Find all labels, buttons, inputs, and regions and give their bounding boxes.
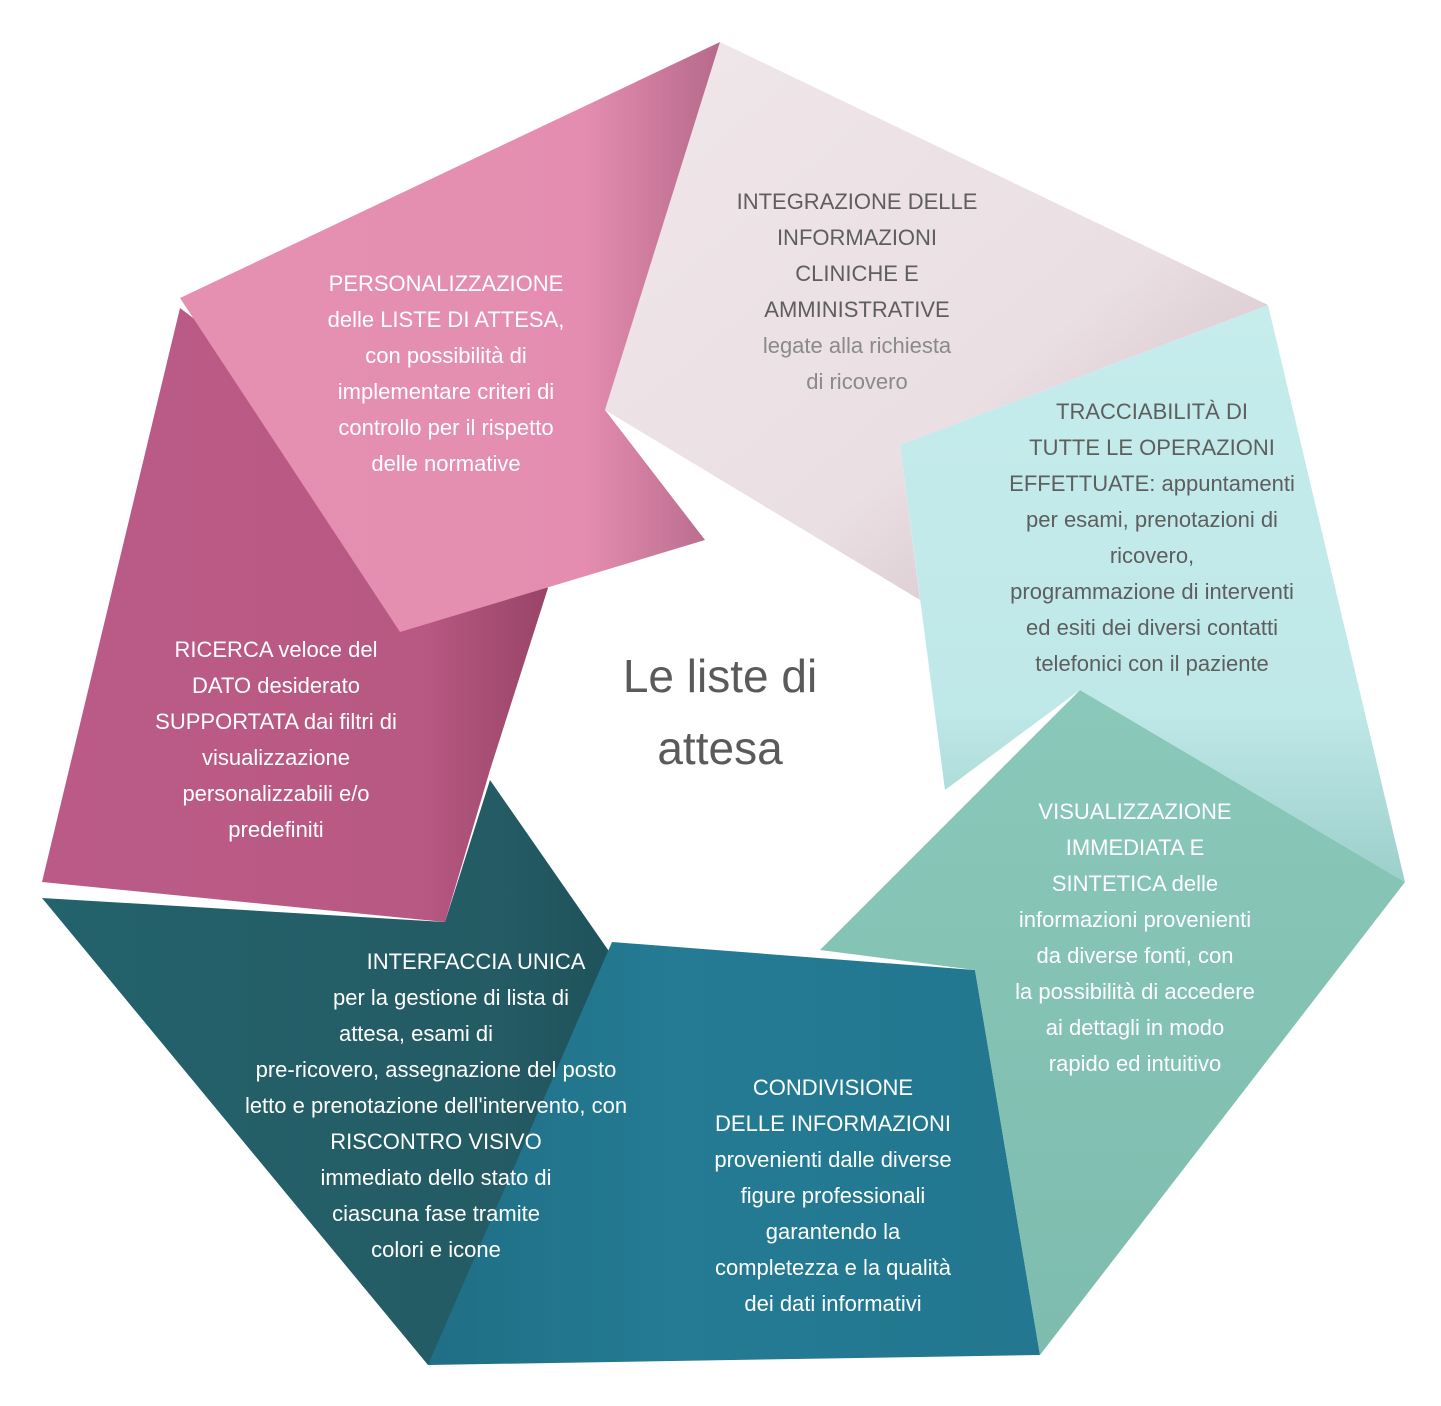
text-line: rapido ed intuitivo (1048, 1051, 1222, 1076)
text-line: INFORMAZIONI (776, 225, 938, 250)
text-line: CLINICHE E (795, 261, 919, 286)
text-line: visualizzazione (202, 745, 350, 770)
text-line: ed esiti dei diversi contatti (1026, 615, 1278, 640)
text-line: dei dati informativi (744, 1291, 922, 1316)
text-line: implementare criteri di (337, 379, 555, 404)
text-line: telefonici con il paziente (1035, 651, 1269, 676)
text-line: pre-ricovero, assegnazione del posto (255, 1057, 617, 1082)
text-line: colori e icone (371, 1237, 501, 1262)
text-line: AMMINISTRATIVE (764, 297, 950, 322)
text-line: VISUALIZZAZIONE (1038, 799, 1232, 824)
segment-personalizzazione-text: PERSONALIZZAZIONE delle LISTE DI ATTESA,… (296, 266, 596, 482)
text-line: informazioni provenienti (1018, 907, 1252, 932)
text-line: INTERFACCIA UNICA (366, 949, 586, 974)
text-line: controllo per il rispetto (338, 415, 554, 440)
segment-tracciabilita-text: TRACCIABILITÀ DI TUTTE LE OPERAZIONI EFF… (982, 394, 1322, 682)
text-line: CONDIVISIONE (752, 1075, 914, 1100)
text-line: per esami, prenotazioni di (1026, 507, 1278, 532)
segment-visualizzazione-shape (820, 690, 1405, 1355)
text-line: PERSONALIZZAZIONE (328, 271, 564, 296)
text-line: figure professionali (740, 1183, 926, 1208)
text-line: garantendo la (765, 1219, 901, 1244)
text-line: DATO desiderato (192, 673, 360, 698)
segment-interfaccia-text: INTERFACCIA UNICA per la gestione di lis… (216, 944, 656, 1268)
segment-visualizzazione-text: VISUALIZZAZIONE IMMEDIATA E SINTETICA de… (975, 794, 1295, 1082)
segment-condivisione-text: CONDIVISIONE DELLE INFORMAZIONI provenie… (683, 1070, 983, 1322)
text-line: SINTETICA delle (1051, 871, 1219, 896)
text-line: provenienti dalle diverse (714, 1147, 952, 1172)
text-line: TUTTE LE OPERAZIONI (1029, 435, 1275, 460)
text-line: con possibilità di (365, 343, 527, 368)
text-line: RISCONTRO VISIVO (330, 1129, 542, 1154)
text-line: immediato dello stato di (320, 1165, 552, 1190)
text-line: delle LISTE DI ATTESA, (327, 307, 565, 332)
text-line: la possibilità di accedere (1015, 979, 1255, 1004)
text-line: ai dettagli in modo (1045, 1015, 1225, 1040)
text-line: da diverse fonti, con (1036, 943, 1234, 968)
segment-condivisione-shape (428, 942, 1040, 1365)
segment-integrazione-text: INTEGRAZIONE DELLE INFORMAZIONI CLINICHE… (707, 184, 1007, 400)
text-line: INTEGRAZIONE DELLE (736, 189, 978, 214)
text-line: RICERCA veloce del (174, 637, 378, 662)
text-line: di ricovero (806, 369, 908, 394)
text-line: DELLE INFORMAZIONI (715, 1111, 951, 1136)
text-line: TRACCIABILITÀ DI (1056, 399, 1248, 424)
segment-ricerca-shape (42, 308, 548, 922)
text-line: IMMEDIATA E (1065, 835, 1205, 860)
text-line: legate alla richiesta (762, 333, 952, 358)
center-title-line-1: Le liste di (622, 650, 818, 702)
text-line: per la gestione di lista di (332, 985, 570, 1010)
text-line: ciascuna fase tramite (332, 1201, 540, 1226)
center-title: Le liste di attesa (560, 640, 880, 784)
text-line: predefiniti (228, 817, 324, 842)
text-line: personalizzabili e/o (182, 781, 370, 806)
center-title-line-2: attesa (657, 722, 783, 774)
text-line: ricovero, (1109, 543, 1195, 568)
segment-integrazione-shape (605, 42, 1268, 600)
segment-tracciabilita-shape (900, 305, 1405, 882)
text-line: completezza e la qualità (714, 1255, 952, 1280)
text-line: SUPPORTATA dai filtri di (155, 709, 397, 734)
segment-ricerca-text: RICERCA veloce del DATO desiderato SUPPO… (126, 632, 426, 848)
text-line: delle normative (371, 451, 521, 476)
text-line: EFFETTUATE: appuntamenti (1009, 471, 1295, 496)
segment-personalizzazione-shape (180, 42, 720, 632)
text-line: attesa, esami di (338, 1021, 494, 1046)
text-line: programmazione di interventi (1010, 579, 1294, 604)
text-line: letto e prenotazione dell'intervento, co… (244, 1093, 628, 1118)
